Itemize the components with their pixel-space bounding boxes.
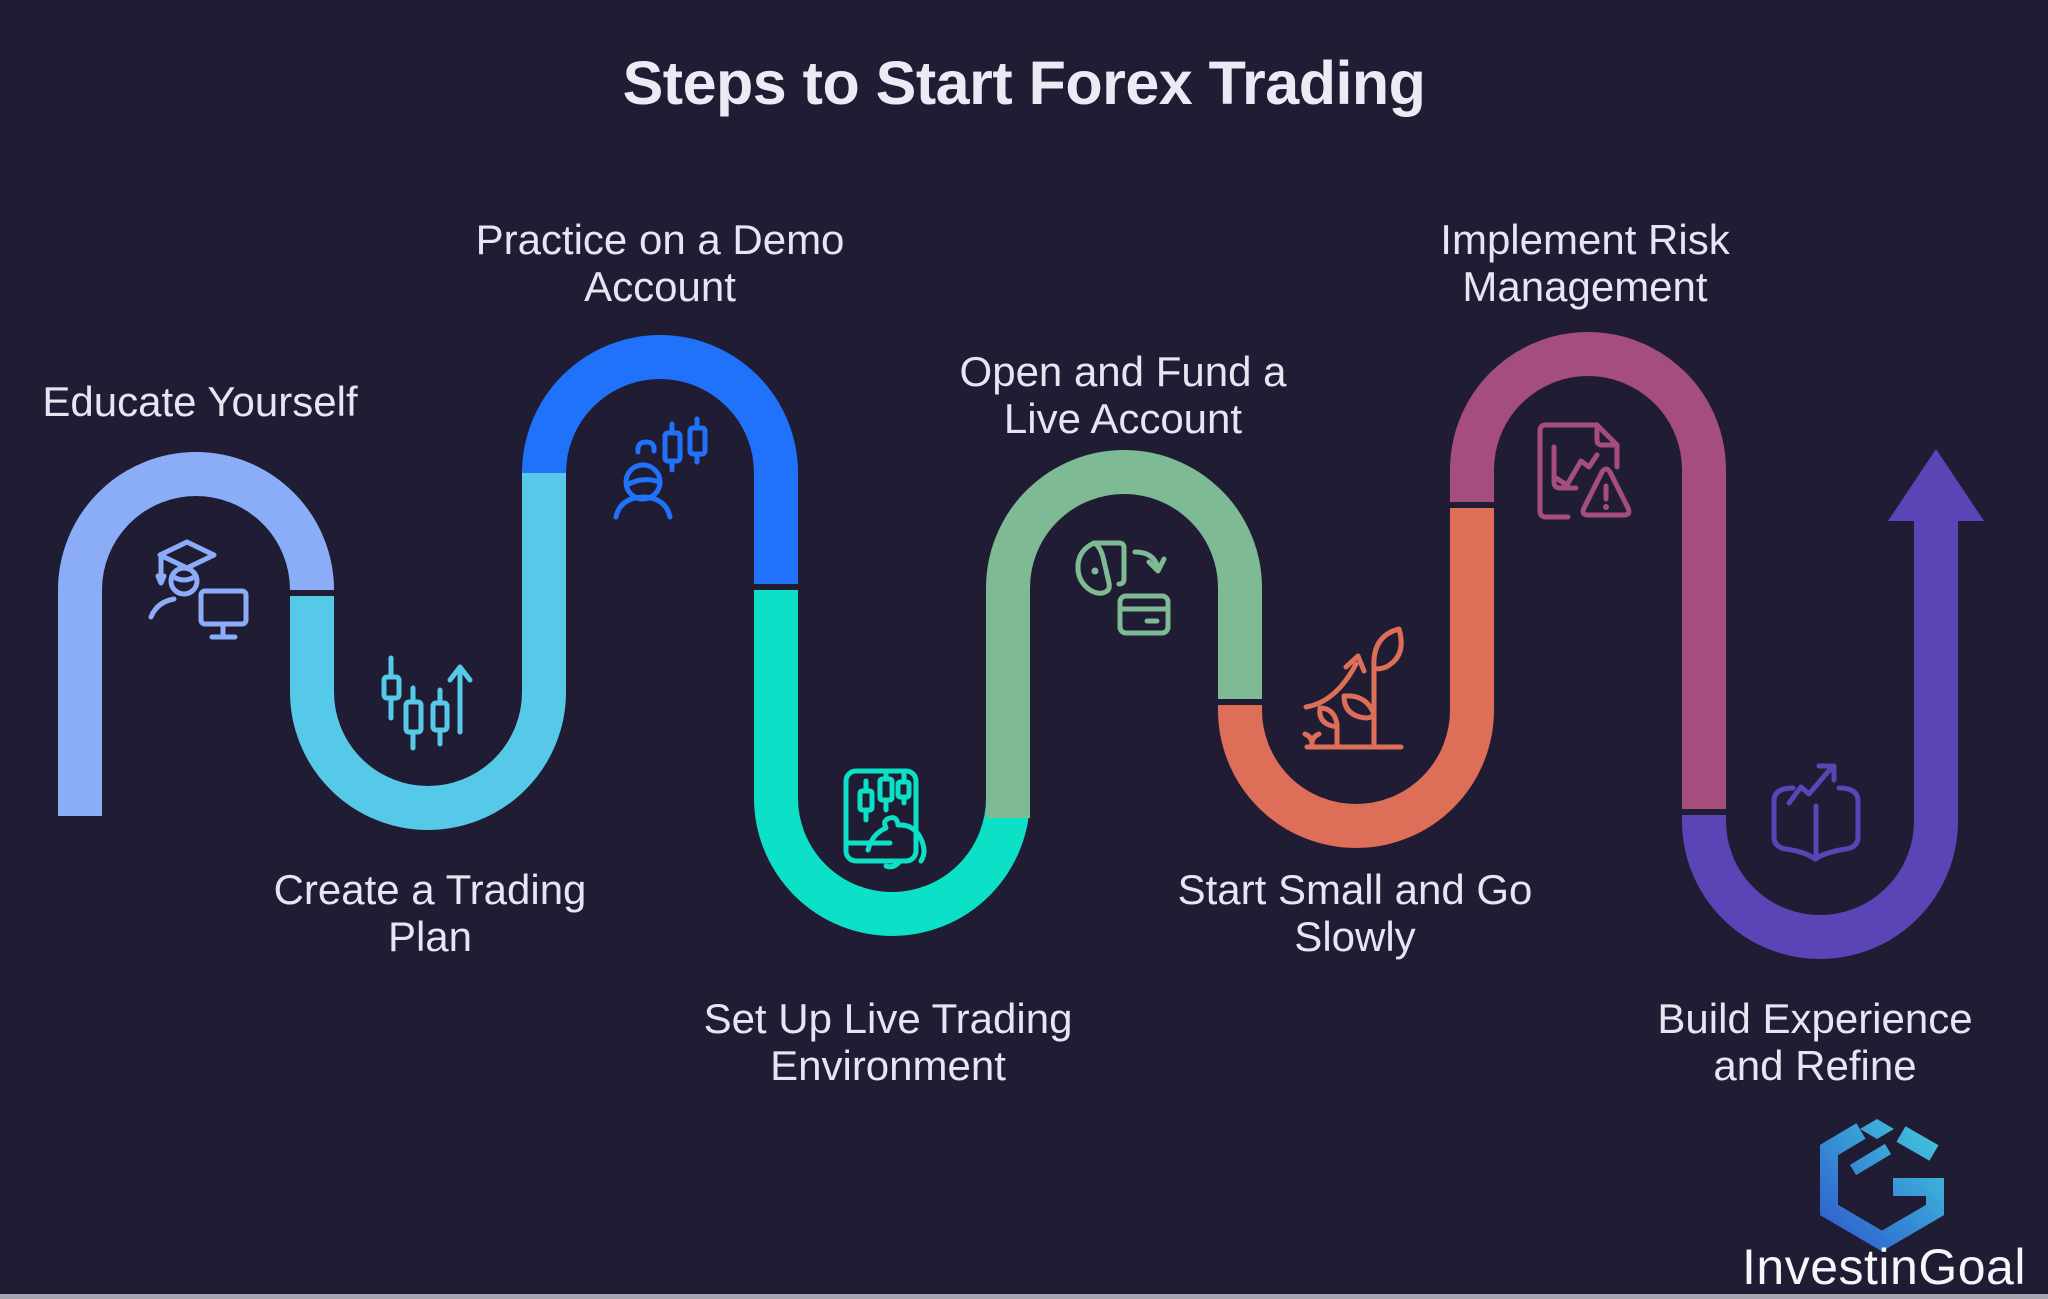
- page-title: Steps to Start Forex Trading: [622, 49, 1426, 117]
- growing-plant-arrow-icon: [1302, 626, 1404, 750]
- bottom-divider: [0, 1294, 2048, 1299]
- flow-path: [58, 332, 1958, 959]
- step-2-curve: [290, 467, 566, 830]
- trader-person-candlesticks-icon: [613, 416, 708, 520]
- flow-end-arrowhead-icon: [1888, 449, 1984, 521]
- step-6-curve: [1218, 508, 1494, 848]
- logo-diamond-dot: [1860, 1119, 1894, 1139]
- step-5-curve: [986, 450, 1262, 818]
- step-label-educate-yourself: Educate Yourself: [42, 378, 358, 425]
- logo-top-right-facet: [1896, 1126, 1939, 1161]
- graduation-cap-monitor-icon: [148, 539, 249, 640]
- logo-hexagon-g: [1820, 1123, 1944, 1252]
- step-3-curve: [522, 335, 798, 584]
- wallet-deposit-card-icon: [1075, 540, 1171, 636]
- investingoal-logo-text: InvestinGoal: [1742, 1239, 2026, 1295]
- investingoal-logo-mark: [1820, 1119, 1944, 1252]
- step-8-curve: [1682, 518, 1958, 959]
- logo-inner-stem: [1849, 1143, 1892, 1176]
- step-1-curve: [58, 452, 334, 816]
- report-warning-icon: [1537, 422, 1632, 520]
- step-7-curve: [1450, 332, 1726, 809]
- candlestick-up-arrow-icon: [381, 655, 473, 751]
- step-4-curve: [754, 590, 1030, 936]
- phone-trading-app-hand-icon: [843, 768, 927, 870]
- open-book-growth-arrow-icon: [1771, 763, 1861, 862]
